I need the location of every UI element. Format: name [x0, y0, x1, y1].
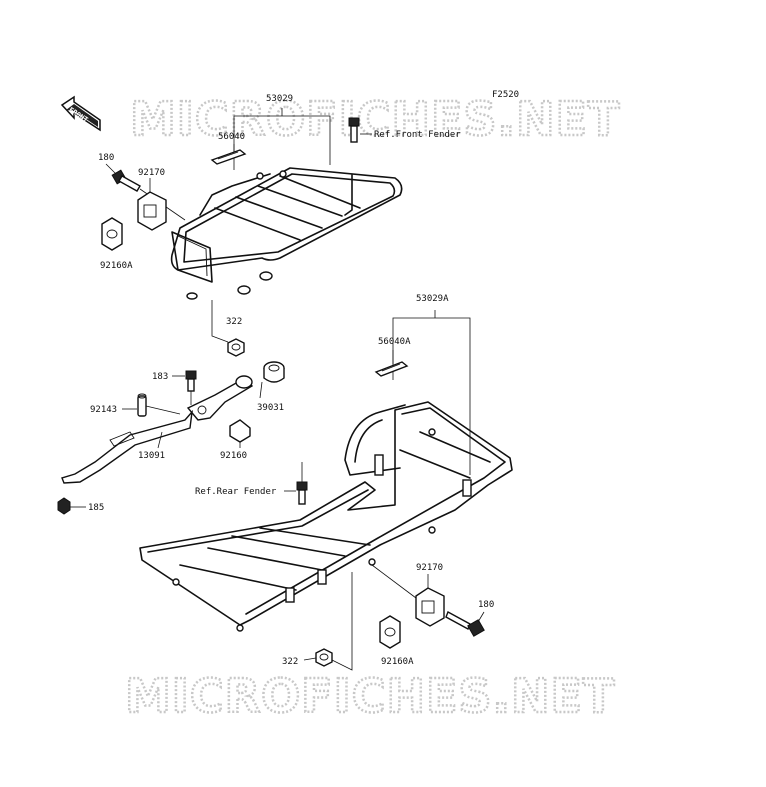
rear-carrier — [139, 310, 513, 632]
label-56040: 56040 — [218, 132, 245, 142]
watermark-bottom: MICROFICHES.NET — [125, 669, 615, 723]
clamp-92170-top — [137, 191, 167, 231]
spacer-92160 — [229, 419, 251, 448]
bolt-183 — [185, 370, 197, 392]
diagram-code: F2520 — [492, 90, 519, 100]
label-56040A: 56040A — [378, 337, 411, 347]
bolt-180-top — [111, 169, 141, 192]
decal-56040A — [374, 350, 409, 377]
label-322-top: 322 — [226, 317, 242, 327]
label-92170-top: 92170 — [138, 168, 165, 178]
label-322-bottom: 322 — [282, 657, 298, 667]
label-53029: 53029 — [266, 94, 293, 104]
collar-39031 — [259, 361, 285, 399]
pin-92143 — [137, 393, 147, 417]
nut-322-bottom — [315, 648, 333, 667]
label-92160: 92160 — [220, 451, 247, 461]
bolt-rear-fender — [296, 462, 308, 505]
label-92160A-bottom: 92160A — [381, 657, 414, 667]
label-185: 185 — [88, 503, 104, 513]
front-carrier — [170, 108, 403, 300]
bolt-front-fender — [348, 117, 360, 143]
label-39031: 39031 — [257, 403, 284, 413]
label-92170-bottom: 92170 — [416, 563, 443, 573]
label-180-top: 180 — [98, 153, 114, 163]
bolt-185 — [57, 497, 71, 515]
ref-front-fender: Ref.Front Fender — [374, 130, 461, 140]
nut-322-top — [227, 338, 245, 357]
watermark-top: MICROFICHES.NET — [130, 92, 620, 146]
label-13091: 13091 — [138, 451, 165, 461]
front-arrow-icon: FRONT — [60, 95, 101, 132]
bracket-13091 — [61, 375, 254, 484]
label-183: 183 — [152, 372, 168, 382]
label-92143: 92143 — [90, 405, 117, 415]
decal-56040 — [210, 144, 247, 165]
ref-rear-fender: Ref.Rear Fender — [195, 487, 277, 497]
damper-92160A-top — [101, 217, 123, 251]
clamp-92170-bottom — [415, 587, 445, 627]
label-180-bottom: 180 — [478, 600, 494, 610]
label-53029A: 53029A — [416, 294, 449, 304]
label-92160A-top: 92160A — [100, 261, 133, 271]
damper-92160A-bottom — [379, 615, 401, 649]
bolt-180-bottom — [445, 611, 485, 637]
